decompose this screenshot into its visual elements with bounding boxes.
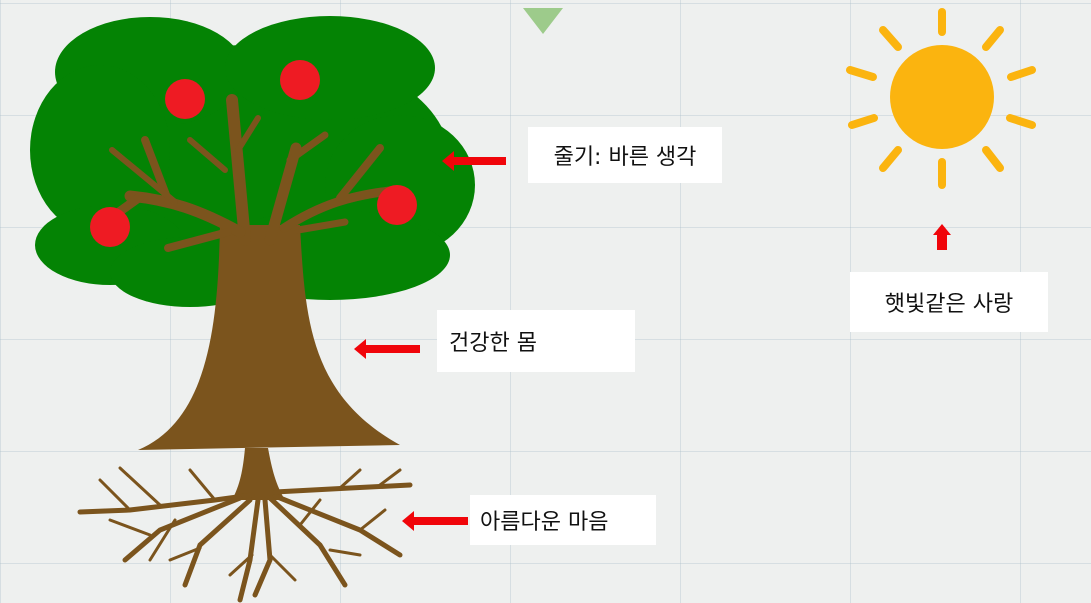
apple-icon bbox=[280, 60, 320, 100]
apples bbox=[90, 60, 417, 247]
label-roots: 아름다운 마음 bbox=[470, 495, 656, 545]
sun-icon bbox=[846, 8, 1036, 189]
apple-icon bbox=[165, 79, 205, 119]
arrow-left-icon bbox=[442, 151, 506, 171]
apple-icon bbox=[377, 185, 417, 225]
tree-roots bbox=[77, 466, 413, 603]
label-sun-text: 햇빛같은 사랑 bbox=[884, 292, 1014, 317]
arrow-left-icon bbox=[354, 339, 420, 359]
apple-icon bbox=[90, 207, 130, 247]
label-roots-text: 아름다운 마음 bbox=[480, 510, 609, 535]
arrow-up-icon bbox=[933, 224, 951, 250]
arrow-left-icon bbox=[402, 511, 468, 531]
label-stem-text: 줄기: 바른 생각 bbox=[553, 145, 697, 170]
triangle-down-icon bbox=[523, 8, 563, 34]
label-body: 건강한 몸 bbox=[437, 310, 635, 372]
label-body-text: 건강한 몸 bbox=[449, 331, 537, 356]
label-stem: 줄기: 바른 생각 bbox=[528, 127, 722, 183]
tree-trunk bbox=[138, 225, 400, 500]
label-sun: 햇빛같은 사랑 bbox=[850, 272, 1048, 332]
